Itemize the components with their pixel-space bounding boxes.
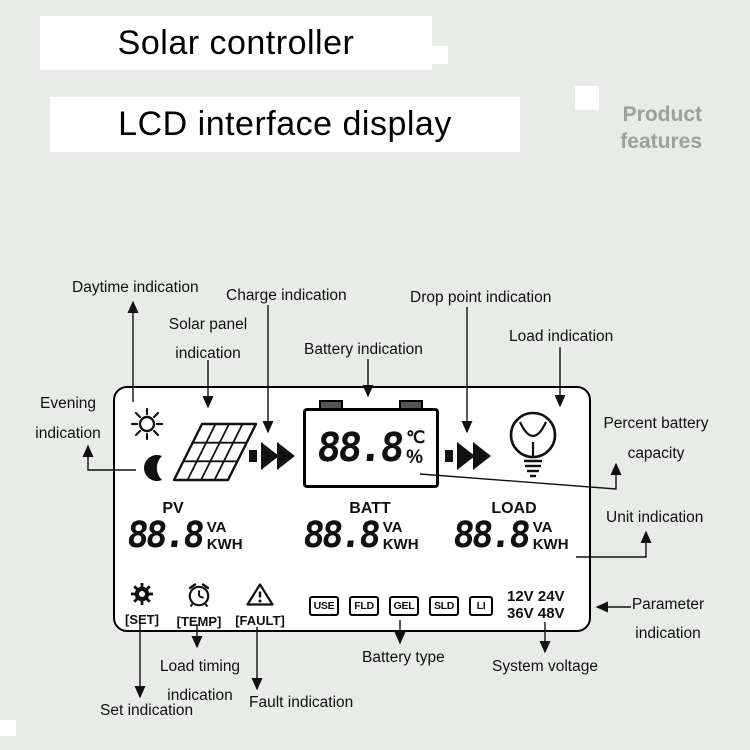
page-title-line1: Solar controller [117,23,355,62]
label-set-indication: Set indication [100,702,194,719]
unit-va: VA [382,519,403,536]
unit-kwh: KWH [532,536,569,553]
section-label-pv: PV [162,500,184,517]
section-label-load: LOAD [491,500,537,517]
battery-type-use: USE [309,596,339,616]
label-load-indication: Load indication [509,328,614,345]
system-voltage-display: 12V 24V 36V 48V [507,588,565,622]
label-battery-indication: Battery indication [304,341,423,358]
alarm-clock-icon [186,583,212,612]
lcd-panel: 88.8 ℃ % PV BATT LOAD [113,386,591,632]
battery-icon: 88.8 ℃ % [303,400,439,488]
gear-icon [130,583,154,610]
readout-load: 88.8 VA KWH [450,515,569,556]
mode-set: [SET] [117,582,167,627]
label-fault-indication: Fault indication [249,694,354,711]
solar-panel-icon [170,412,260,491]
unit-va: VA [206,519,227,536]
unit-va: VA [532,519,553,536]
percent-unit: % [406,447,424,468]
temperature-display: 88.8 ℃ % [303,408,439,488]
decor-square-2 [575,86,599,110]
product-features-label: Product features [620,103,702,153]
light-bulb-icon [505,408,561,491]
label-charge-indication: Charge indication [226,287,347,304]
battery-type-fld: FLD [349,596,379,616]
readout-batt: 88.8 VA KWH [300,515,419,556]
moon-icon [137,452,169,489]
battery-type-sld: SLD [429,596,459,616]
label-percent-battery-capacity: Percent battery capacity [603,415,709,462]
label-battery-type: Battery type [362,649,445,666]
label-evening-indication: Evening indication [35,395,101,442]
warning-triangle-icon [246,583,274,611]
drop-arrow-icon [445,440,493,477]
celsius-unit: ℃ [406,428,426,447]
page-title-line2: LCD interface display [118,105,452,143]
unit-kwh: KWH [206,536,243,553]
readout-pv: 88.8 VA KWH [124,515,243,556]
label-daytime-indication: Daytime indication [72,279,199,296]
temp-value: 88.8 [314,425,404,471]
title-strip-2: LCD interface display [50,97,520,152]
decor-square-1 [430,46,448,64]
section-label-batt: BATT [349,500,391,517]
mode-temp: [TEMP] [174,582,224,629]
label-load-timing-indication: Load timing indication [159,658,241,704]
unit-kwh: KWH [382,536,419,553]
label-solar-panel-indication: Solar panel indication [168,316,248,362]
battery-type-li: LI [469,596,493,616]
label-drop-point-indication: Drop point indication [410,289,552,306]
battery-type-gel: GEL [389,596,419,616]
sun-icon [127,402,171,451]
title-strip-1: Solar controller [40,16,432,70]
charge-arrow-icon [249,440,297,477]
decor-square-3 [0,720,16,736]
label-unit-indication: Unit indication [606,509,704,526]
label-parameter-indication: Parameter indication [631,596,705,642]
label-system-voltage: System voltage [492,658,598,675]
mode-fault: [FAULT] [235,582,285,628]
